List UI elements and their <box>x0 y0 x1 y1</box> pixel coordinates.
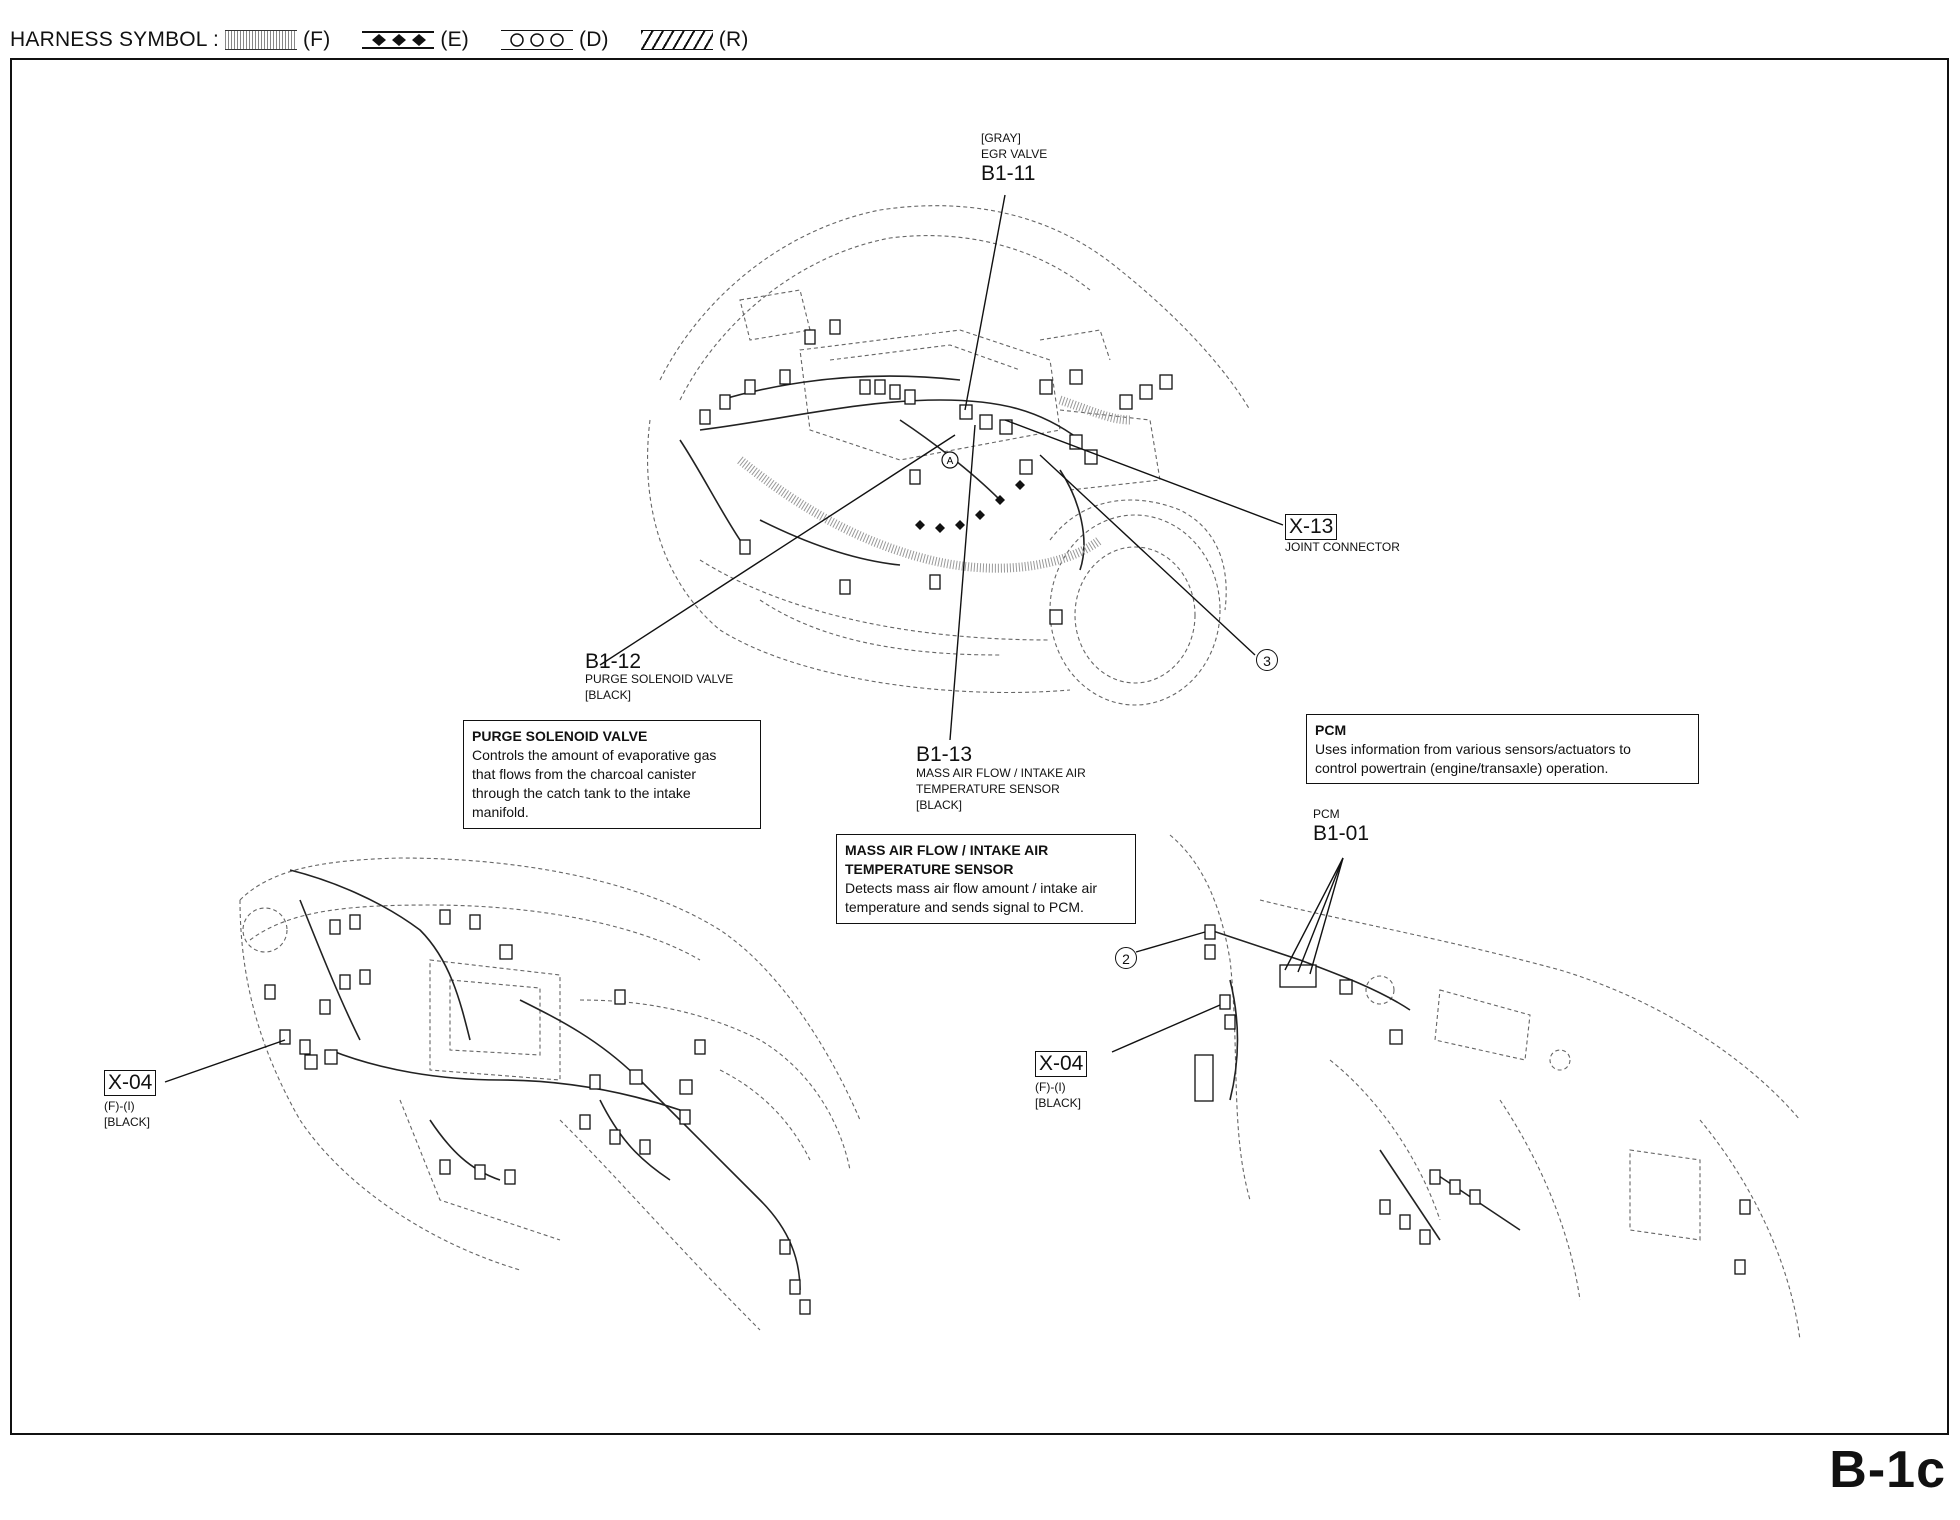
b1-11-name: EGR VALVE <box>981 147 1048 161</box>
right-dashboard-leader-lines <box>1111 857 1344 1053</box>
purge-solenoid-info-box: PURGE SOLENOID VALVE Controls the amount… <box>463 720 761 829</box>
pcm-info-line: Uses information from various sensors/ac… <box>1315 741 1631 757</box>
engine-leader-lines <box>599 194 1284 741</box>
left-dashboard-wires <box>289 869 801 1291</box>
right-dashboard-connectors <box>1194 924 1751 1275</box>
left-dashboard-sketch <box>239 857 861 1331</box>
page-code: B-1c <box>1829 1441 1946 1499</box>
x-13-code: X-13 <box>1285 514 1338 540</box>
right-dashboard-sketch <box>1169 834 1801 1341</box>
diamond-harness-run <box>915 480 1025 533</box>
pcm-info-box: PCM Uses information from various sensor… <box>1306 714 1699 784</box>
x-04-right-sub: (F)-(I) <box>1035 1080 1066 1094</box>
b1-12-name: PURGE SOLENOID VALVE <box>585 672 734 686</box>
legend-code-d: (D) <box>579 28 609 51</box>
x-04-right-code: X-04 <box>1035 1051 1088 1077</box>
circle-callout-2: 2 <box>1115 947 1137 969</box>
pcm-info-title: PCM <box>1315 722 1347 738</box>
b1-11-color: [GRAY] <box>981 131 1021 145</box>
stipple-harness-band <box>737 456 1103 573</box>
maf-info-line: Detects mass air flow amount / intake ai… <box>845 880 1098 896</box>
legend-code-e: (E) <box>440 28 469 51</box>
b1-13-code: B1-13 <box>916 743 973 766</box>
legend-code-r: (R) <box>718 28 749 51</box>
x-04-left-color: [BLACK] <box>104 1115 151 1129</box>
engine-harness-wires <box>679 375 1085 571</box>
circle-harness-symbol-icon <box>501 30 573 50</box>
purge-info-line: manifold. <box>472 804 529 820</box>
legend-code-f: (F) <box>302 28 331 51</box>
x-04-right-color: [BLACK] <box>1035 1096 1082 1110</box>
hatch-harness-symbol-icon <box>640 30 713 50</box>
engine-connectors <box>699 319 1173 625</box>
b1-13-name-1: MASS AIR FLOW / INTAKE AIR <box>916 766 1086 780</box>
mark-a-text: A <box>947 456 954 467</box>
diamond-harness-symbol-icon <box>362 31 435 49</box>
left-dashboard-connectors <box>264 909 811 1315</box>
maf-info-line: temperature and sends signal to PCM. <box>845 899 1084 915</box>
b1-13-color: [BLACK] <box>916 798 963 812</box>
x-13-name: JOINT CONNECTOR <box>1285 540 1400 554</box>
stipple-harness-symbol-icon <box>224 30 297 50</box>
pcm-info-line: control powertrain (engine/transaxle) op… <box>1315 760 1609 776</box>
purge-info-title: PURGE SOLENOID VALVE <box>472 728 648 744</box>
mark-a-circle <box>941 451 959 469</box>
left-x04-leader <box>164 1039 286 1083</box>
purge-info-line: through the catch tank to the intake <box>472 785 691 801</box>
purge-info-line: Controls the amount of evaporative gas <box>472 747 717 763</box>
legend-prefix: HARNESS SYMBOL : <box>10 28 219 51</box>
b1-01-code: B1-01 <box>1313 822 1370 845</box>
circle-callout-3: 3 <box>1256 649 1278 671</box>
b1-01-name: PCM <box>1313 807 1340 821</box>
b1-12-code: B1-12 <box>585 650 642 673</box>
x-04-left-code: X-04 <box>104 1070 157 1096</box>
b1-13-name-2: TEMPERATURE SENSOR <box>916 782 1060 796</box>
purge-info-line: that flows from the charcoal canister <box>472 766 697 782</box>
b1-12-color: [BLACK] <box>585 688 632 702</box>
x-04-left-sub: (F)-(I) <box>104 1099 135 1113</box>
b1-11-code: B1-11 <box>981 162 1036 185</box>
maf-sensor-info-box: MASS AIR FLOW / INTAKE AIR TEMPERATURE S… <box>836 834 1136 924</box>
harness-symbol-legend: HARNESS SYMBOL : (F) (E) (D) (R) <box>10 26 775 54</box>
maf-info-title-2: TEMPERATURE SENSOR <box>845 861 1014 877</box>
diagram-frame <box>10 58 1949 1435</box>
engine-compartment-sketch <box>647 205 1251 706</box>
maf-info-title-1: MASS AIR FLOW / INTAKE AIR <box>845 842 1049 858</box>
